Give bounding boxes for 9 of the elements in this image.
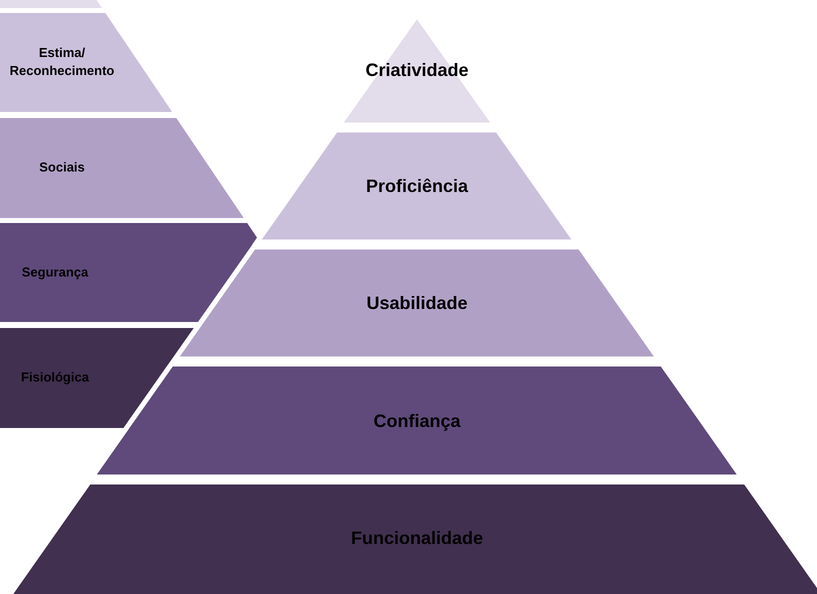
layer-label: Usabilidade: [365, 292, 468, 315]
layer-label: Sociais: [38, 158, 86, 177]
layer-label: Estima/ Reconhecimento: [8, 44, 116, 80]
layer-label: Segurança: [20, 263, 90, 282]
layer-label: Proficiência: [364, 174, 470, 198]
layer-label: Confiança: [372, 409, 462, 433]
layer-label: Funcionalidade: [350, 526, 484, 550]
layer-label: Fisiológica: [20, 368, 90, 387]
layer-label: Criatividade: [364, 58, 470, 82]
